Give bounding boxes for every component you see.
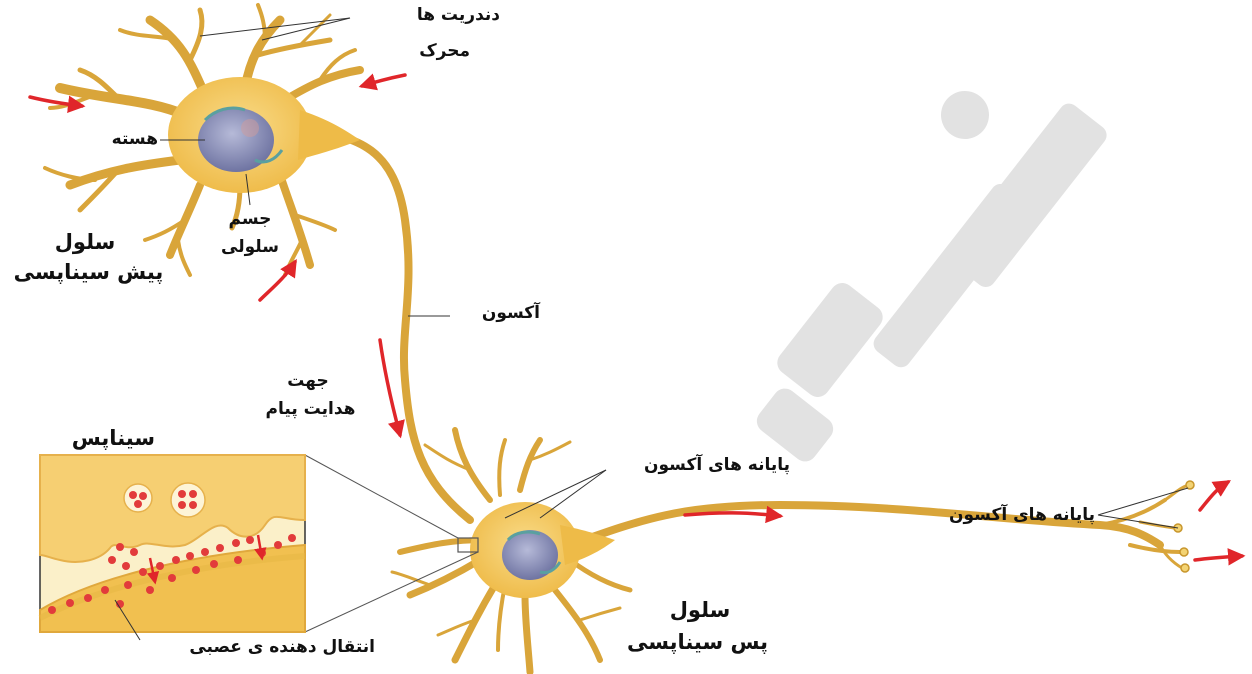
label-axon: آکسون bbox=[450, 304, 540, 324]
label-postsynaptic-line2: پس سیناپسی bbox=[615, 630, 780, 654]
label-dendrites: دندریت ها bbox=[360, 6, 500, 26]
zoom-line-top bbox=[305, 455, 458, 538]
zoom-line-bottom bbox=[305, 552, 478, 632]
label-postsynaptic-line1: سلول bbox=[640, 598, 760, 622]
label-nucleus: هسته bbox=[78, 130, 158, 150]
label-synapse: سیناپس bbox=[40, 426, 155, 450]
label-presynaptic-line1: سلول bbox=[20, 230, 150, 254]
label-direction-line1: جهت bbox=[268, 372, 348, 392]
label-axon-terminals-right: پایانه های آکسون bbox=[905, 506, 1095, 526]
label-stimulus: محرک bbox=[400, 42, 470, 62]
watermark bbox=[752, 81, 1111, 466]
synapse-inset bbox=[40, 455, 305, 632]
label-direction-line2: هدایت پیام bbox=[248, 400, 373, 420]
label-axon-terminals-mid: پایانه های آکسون bbox=[600, 456, 790, 476]
label-cell-body-line2: سلولی bbox=[210, 238, 290, 258]
label-presynaptic-line2: پیش سیناپسی bbox=[6, 260, 171, 284]
label-cell-body-line1: جسم bbox=[215, 210, 285, 230]
label-neurotransmitter: انتقال دهنده ی عصبی bbox=[130, 638, 375, 658]
